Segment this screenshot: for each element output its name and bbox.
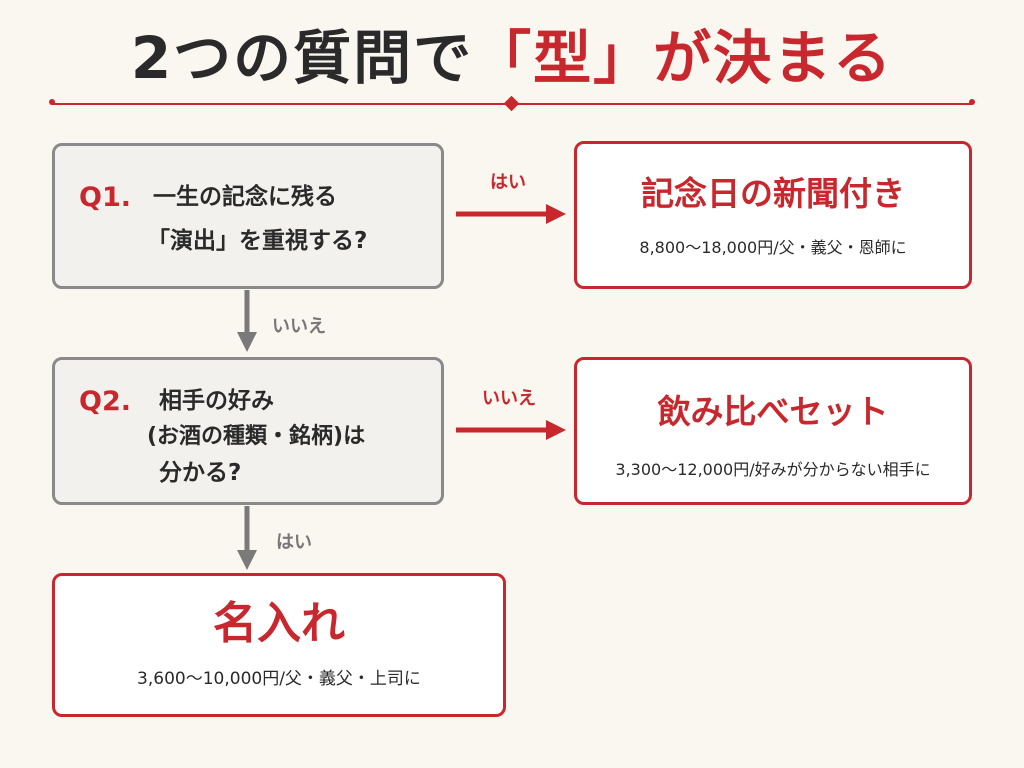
page-title: 2つの質問で「型」が決まる [0,18,1024,98]
question-1-label: Q1. [79,182,131,213]
result-newspaper-box: 記念日の新聞付き 8,800〜18,000円/父・義父・恩師に [574,141,972,289]
question-1-line-1: 一生の記念に残る [153,184,337,210]
result-engraved-detail: 3,600〜10,000円/父・義父・上司に [137,669,421,689]
title-prefix: 2つの質問で [130,24,474,92]
question-2-line-3: 分かる? [159,460,242,486]
result-newspaper-title: 記念日の新聞付き [641,174,905,213]
result-tasting-set-box: 飲み比べセット 3,300〜12,000円/好みが分からない相手に [574,357,972,505]
title-accent: 「型」が決まる [473,24,894,92]
question-2-box: Q2. 相手の好み (お酒の種類・銘柄)は 分かる? [52,357,444,505]
question-1-line-2: 「演出」を重視する? [147,228,368,254]
arrow-q1-to-newspaper [456,204,566,224]
edge-label-q2-yes: はい [276,532,312,553]
result-newspaper-detail: 8,800〜18,000円/父・義父・恩師に [639,238,907,257]
result-tasting-set-detail: 3,300〜12,000円/好みが分からない相手に [615,460,931,479]
edge-label-q1-yes: はい [490,172,526,193]
question-2-label: Q2. [79,386,131,417]
question-2-line-1: 相手の好み [159,388,274,414]
edge-label-q1-no: いいえ [272,316,326,337]
result-engraved-box: 名入れ 3,600〜10,000円/父・義父・上司に [52,573,506,717]
result-engraved-title: 名入れ [213,598,345,649]
question-1-box: Q1. 一生の記念に残る 「演出」を重視する? [52,143,444,289]
arrow-q1-to-q2 [237,290,257,352]
question-2-line-2: (お酒の種類・銘柄)は [147,424,366,449]
title-divider [49,95,975,112]
result-tasting-set-title: 飲み比べセット [657,392,889,431]
arrow-q2-to-engraved [237,506,257,570]
edge-label-q2-no: いいえ [482,388,536,409]
arrow-q2-to-tasting-set [456,420,566,440]
divider-end-dot [969,99,975,105]
divider-end-dot [49,99,55,105]
